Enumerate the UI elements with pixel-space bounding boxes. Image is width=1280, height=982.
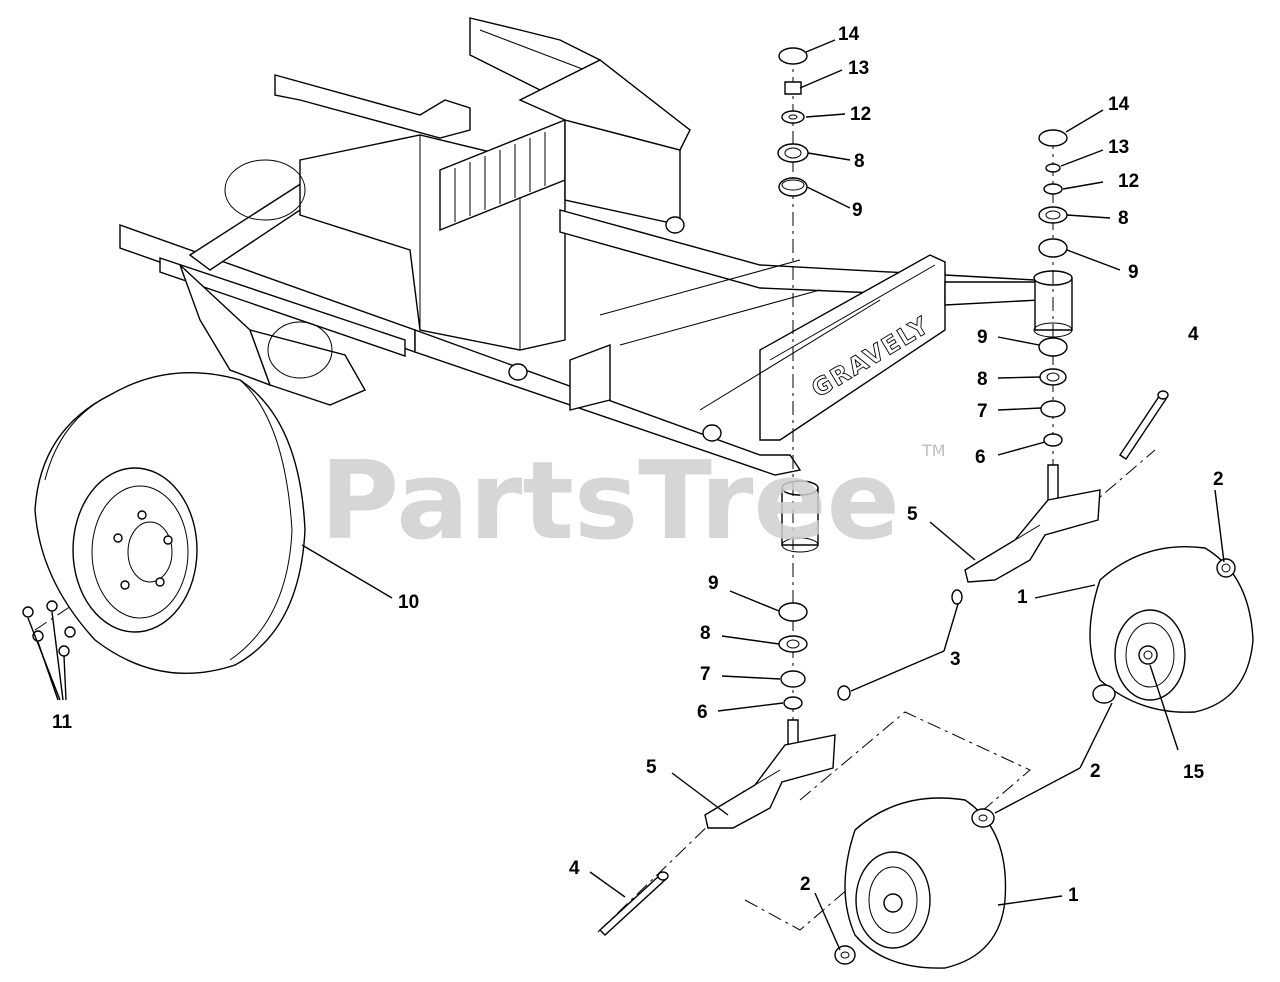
callout-15: 15 bbox=[1183, 762, 1205, 783]
hub-cap-2-right bbox=[971, 808, 995, 828]
callout-13-right: 13 bbox=[1108, 137, 1129, 158]
callout-6-right: 6 bbox=[975, 447, 986, 468]
callout-3: 3 bbox=[950, 649, 961, 670]
callout-14-right: 14 bbox=[1108, 94, 1130, 115]
right-washer-6 bbox=[1043, 433, 1063, 447]
callout-4-right: 4 bbox=[1188, 324, 1199, 345]
callout-14-left: 14 bbox=[838, 24, 860, 45]
left-bearing-8-top bbox=[777, 143, 809, 163]
lower-wheel-axis bbox=[744, 869, 871, 931]
callout-10: 10 bbox=[398, 592, 419, 613]
left-dust-cap-14 bbox=[778, 47, 808, 65]
mower-frame: GRAVELY bbox=[119, 17, 1041, 476]
callout-6-left: 6 bbox=[697, 702, 708, 723]
axle-bolt-4-upper bbox=[1119, 390, 1169, 460]
right-bearing-8-top bbox=[1038, 206, 1068, 224]
callout-9-left-top: 9 bbox=[852, 200, 863, 221]
watermark-tm: TM bbox=[921, 441, 946, 460]
right-seal-7 bbox=[1040, 400, 1066, 418]
hub-cap-2-upper bbox=[1216, 558, 1236, 578]
callout-8-right-bottom: 8 bbox=[977, 369, 988, 390]
callout-11: 11 bbox=[52, 712, 73, 733]
rear-drive-wheel-10 bbox=[34, 372, 306, 674]
right-caster-fork-5 bbox=[964, 464, 1101, 583]
callout-labels: 14 13 12 8 9 14 13 12 8 9 9 8 7 6 4 2 5 … bbox=[52, 24, 1224, 906]
left-bearing-8-bottom bbox=[778, 635, 808, 653]
partstree-watermark: PartsTree TM bbox=[320, 439, 946, 564]
grease-fitting-3 bbox=[837, 589, 963, 701]
callout-7-left: 7 bbox=[700, 664, 711, 685]
callout-2-bottom: 2 bbox=[800, 874, 811, 895]
callout-8-right-top: 8 bbox=[1118, 208, 1129, 229]
caster-wheel-1-upper bbox=[1089, 545, 1254, 713]
left-caster-fork-5 bbox=[704, 719, 836, 829]
watermark-text: PartsTree bbox=[320, 439, 900, 564]
callout-9-right-bottom: 9 bbox=[977, 327, 988, 348]
callout-5-right: 5 bbox=[907, 504, 918, 525]
left-seal-7 bbox=[780, 670, 806, 688]
callout-13-left: 13 bbox=[848, 58, 869, 79]
caster-wheel-1-lower bbox=[844, 797, 1007, 969]
left-nut-13 bbox=[784, 81, 802, 95]
left-race-9-top bbox=[778, 177, 808, 197]
callout-leaders bbox=[301, 39, 1225, 951]
left-washer-6 bbox=[783, 696, 803, 710]
callout-2-upper: 2 bbox=[1213, 469, 1224, 490]
hub-cap-2-bottom bbox=[834, 945, 856, 965]
right-dust-cap-14 bbox=[1038, 129, 1068, 147]
right-race-9-bottom bbox=[1038, 337, 1068, 357]
hub-cap-2-middle bbox=[1092, 684, 1116, 704]
left-race-9-bottom bbox=[778, 602, 808, 622]
callout-4-left: 4 bbox=[569, 858, 580, 879]
callout-1-lower: 1 bbox=[1068, 885, 1079, 906]
callout-9-left-bottom: 9 bbox=[708, 573, 719, 594]
right-nut-13 bbox=[1045, 163, 1061, 173]
callout-9-right-top: 9 bbox=[1128, 262, 1139, 283]
upper-axle-bolt-axis bbox=[1084, 449, 1156, 511]
callout-5-left: 5 bbox=[646, 757, 657, 778]
callout-12-right: 12 bbox=[1118, 171, 1139, 192]
lug-nuts-11 bbox=[22, 600, 76, 701]
callout-8-left-bottom: 8 bbox=[700, 623, 711, 644]
callout-2-middle: 2 bbox=[1090, 761, 1101, 782]
left-washer-12 bbox=[781, 110, 805, 124]
callout-12-left: 12 bbox=[850, 104, 871, 125]
callout-8-left-top: 8 bbox=[854, 151, 865, 172]
front-left-pivot-tube bbox=[781, 480, 819, 553]
callout-1-upper: 1 bbox=[1017, 587, 1028, 608]
right-bearing-8-bottom bbox=[1039, 368, 1067, 386]
right-washer-12 bbox=[1043, 183, 1063, 195]
callout-7-right: 7 bbox=[977, 401, 988, 422]
axle-bolt-4-lower bbox=[598, 871, 669, 936]
right-race-9-top bbox=[1038, 238, 1068, 258]
